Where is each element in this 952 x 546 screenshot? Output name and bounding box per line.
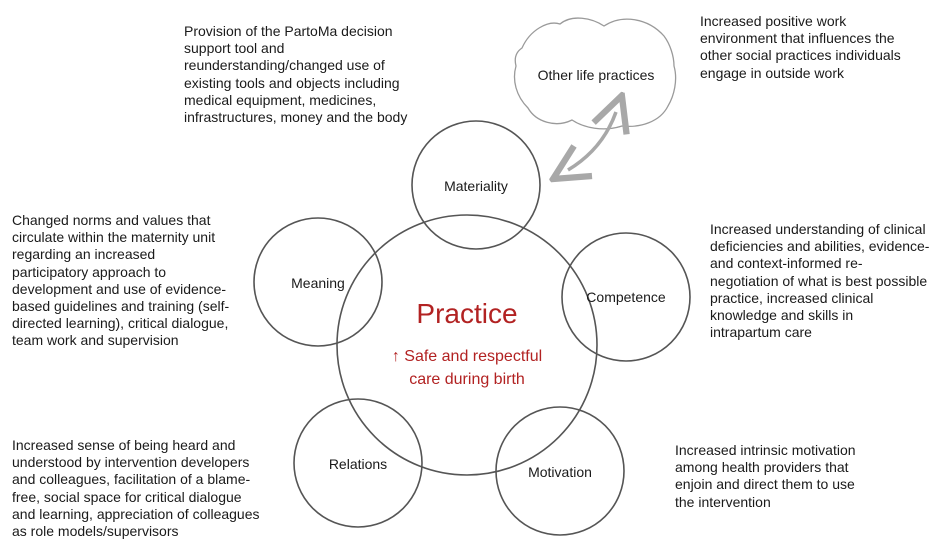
practice-subtitle-line1: ↑ Safe and respectful xyxy=(392,348,542,365)
motivation-label: Motivation xyxy=(528,464,592,480)
materiality-description: Provision of the PartoMa decision suppor… xyxy=(184,23,408,126)
other-life-practices-description: Increased positive work environment that… xyxy=(700,13,901,81)
relations-description: Increased sense of being heard and under… xyxy=(12,437,260,540)
relations-circle xyxy=(293,398,423,528)
double-headed-arrow xyxy=(568,112,616,170)
materiality-label: Materiality xyxy=(444,178,508,194)
motivation-circle xyxy=(495,406,625,536)
competence-description: Increased understanding of clinical defi… xyxy=(710,221,930,341)
competence-circle xyxy=(561,232,691,362)
other-life-practices-label: Other life practices xyxy=(538,67,655,83)
meaning-circle xyxy=(253,217,383,347)
meaning-description: Changed norms and values that circulate … xyxy=(12,212,230,349)
practice-circle xyxy=(336,214,598,476)
meaning-label: Meaning xyxy=(291,275,345,291)
relations-label: Relations xyxy=(329,456,387,472)
materiality-circle xyxy=(411,120,541,250)
practice-title: Practice xyxy=(416,298,517,329)
motivation-description: Increased intrinsic motivation among hea… xyxy=(675,442,856,510)
competence-label: Competence xyxy=(586,289,666,305)
practice-subtitle-line2: care during birth xyxy=(409,371,525,388)
